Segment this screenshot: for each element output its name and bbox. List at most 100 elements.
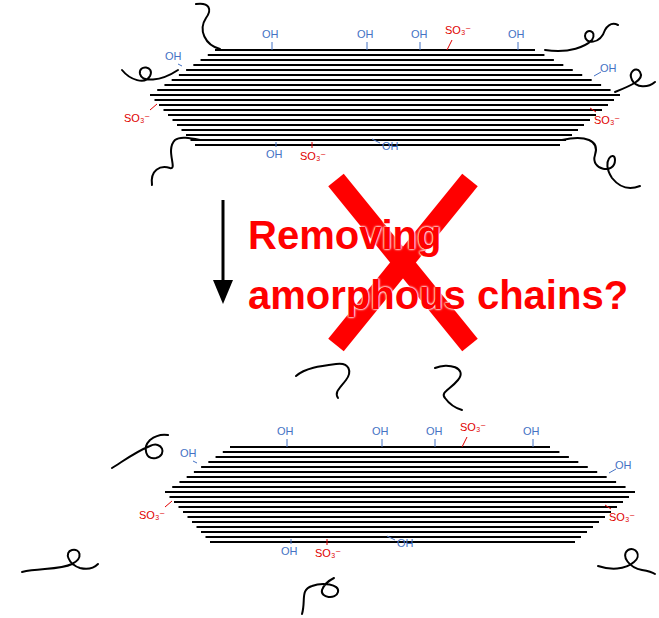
amorphous-chain bbox=[122, 67, 178, 80]
hydroxyl-label: OH bbox=[262, 28, 279, 41]
cellulose-chain bbox=[188, 516, 606, 518]
bond-tick bbox=[609, 469, 616, 473]
cellulose-chain bbox=[164, 109, 603, 111]
sulfate-label: SO₃⁻ bbox=[315, 547, 341, 560]
cellulose-chain bbox=[179, 506, 618, 508]
cellulose-chain bbox=[201, 531, 587, 533]
cellulose-chain bbox=[173, 119, 591, 121]
hydroxyl-label: OH bbox=[277, 425, 294, 438]
hydroxyl-label: OH bbox=[426, 425, 443, 438]
amorphous-chain bbox=[196, 4, 220, 49]
bond-tick bbox=[420, 42, 421, 50]
sulfate-label: SO₃⁻ bbox=[124, 112, 150, 125]
detached-chain bbox=[598, 549, 655, 574]
bond-tick bbox=[435, 439, 436, 447]
amorphous-chain bbox=[152, 138, 200, 185]
hydroxyl-label: OH bbox=[397, 537, 414, 550]
hydroxyl-label: OH bbox=[600, 62, 617, 75]
bond-tick bbox=[367, 42, 368, 50]
hydroxyl-label: OH bbox=[523, 425, 540, 438]
bond-tick bbox=[382, 439, 383, 447]
hydroxyl-label: OH bbox=[615, 459, 632, 472]
cellulose-chain bbox=[186, 134, 572, 136]
cellulose-chain bbox=[194, 471, 597, 473]
cellulose-chain bbox=[192, 521, 599, 523]
cellulose-chain bbox=[197, 526, 594, 528]
bond-tick bbox=[387, 536, 395, 540]
cellulose-chain bbox=[157, 89, 610, 91]
sulfate-label: SO₃⁻ bbox=[445, 24, 471, 37]
question-caption: Removing amorphous chains? bbox=[248, 205, 648, 325]
cellulose-chain bbox=[170, 496, 630, 498]
cellulose-chain bbox=[193, 64, 563, 66]
hydroxyl-label: OH bbox=[372, 425, 389, 438]
bond-tick bbox=[291, 539, 292, 544]
sulfate-label: SO₃⁻ bbox=[460, 421, 486, 434]
hydroxyl-label: OH bbox=[411, 28, 428, 41]
detached-chain bbox=[435, 366, 462, 410]
hydroxyl-label: OH bbox=[266, 148, 283, 161]
detached-chain bbox=[112, 435, 168, 468]
cellulose-chain bbox=[216, 456, 569, 458]
arrow-head bbox=[213, 280, 233, 304]
bond-tick bbox=[287, 439, 288, 447]
cellulose-chain bbox=[210, 541, 575, 543]
detached-chain bbox=[302, 578, 338, 614]
sulfate-label: SO₃⁻ bbox=[139, 509, 165, 522]
bond-tick bbox=[372, 139, 380, 143]
bond-tick bbox=[447, 40, 452, 50]
cross-stroke bbox=[336, 180, 470, 345]
cellulose-chain bbox=[186, 69, 573, 71]
detached-chain bbox=[22, 550, 98, 572]
cellulose-chain bbox=[155, 99, 615, 101]
sulfate-label: SO₃⁻ bbox=[594, 114, 620, 127]
hydroxyl-label: OH bbox=[281, 545, 298, 558]
cellulose-chain bbox=[191, 139, 567, 141]
cellulose-chain bbox=[208, 54, 545, 56]
cellulose-chain bbox=[223, 451, 560, 453]
cellulose-chain bbox=[165, 491, 635, 493]
cellulose-chain bbox=[164, 84, 601, 86]
bond-tick bbox=[178, 64, 182, 66]
cellulose-chain bbox=[201, 59, 554, 61]
cellulose-chain bbox=[230, 446, 550, 448]
amorphous-chain bbox=[545, 24, 618, 51]
hydroxyl-label: OH bbox=[508, 28, 525, 41]
cellulose-chain bbox=[179, 481, 616, 483]
cellulose-chain bbox=[150, 94, 620, 96]
cellulose-chain bbox=[206, 536, 582, 538]
bond-tick bbox=[518, 42, 519, 50]
cellulose-chain bbox=[168, 114, 596, 116]
cellulose-chain bbox=[159, 104, 608, 106]
hydroxyl-label: OH bbox=[357, 28, 374, 41]
cross-mark bbox=[336, 180, 470, 345]
bond-tick bbox=[590, 108, 596, 112]
sulfate-label: SO₃⁻ bbox=[300, 150, 326, 163]
bond-tick bbox=[594, 72, 601, 76]
cross-stroke bbox=[336, 180, 470, 345]
crystal-stack bbox=[150, 50, 620, 145]
amorphous-chain bbox=[562, 138, 640, 188]
cellulose-chain bbox=[177, 124, 584, 126]
cellulose-chain bbox=[172, 486, 625, 488]
amorphous-chain bbox=[615, 70, 655, 92]
bond-tick bbox=[150, 104, 157, 110]
cellulose-chain bbox=[195, 144, 560, 146]
bond-tick bbox=[327, 539, 328, 545]
hydroxyl-label: OH bbox=[382, 140, 399, 153]
cellulose-chain bbox=[187, 476, 607, 478]
bond-tick bbox=[533, 439, 534, 447]
bond-tick bbox=[165, 501, 172, 507]
cellulose-chain bbox=[215, 49, 535, 51]
cellulose-chain bbox=[183, 511, 611, 513]
bond-tick bbox=[605, 505, 611, 509]
detached-chain bbox=[296, 364, 349, 398]
process-arrow bbox=[222, 200, 225, 282]
cellulose-chain bbox=[208, 461, 578, 463]
bond-tick bbox=[462, 437, 467, 447]
hydroxyl-label: OH bbox=[165, 50, 182, 63]
bond-tick bbox=[272, 42, 273, 50]
cellulose-chain bbox=[174, 501, 623, 503]
bond-tick bbox=[312, 142, 313, 148]
